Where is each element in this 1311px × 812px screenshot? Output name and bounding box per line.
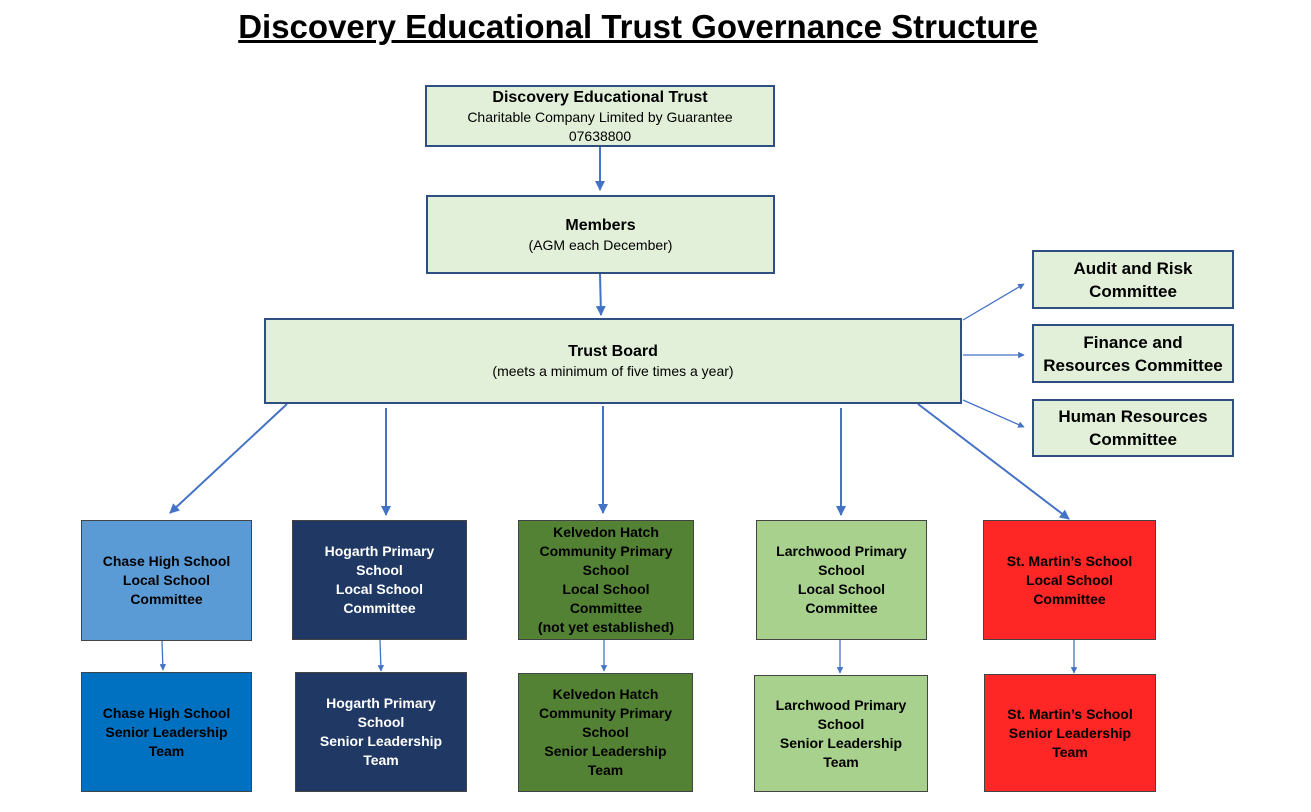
board-note: (meets a minimum of five times a year) — [492, 363, 734, 379]
kelvedon-local-school-committee: Kelvedon Hatch Community Primary School … — [518, 520, 694, 640]
members-box: Members (AGM each December) — [426, 195, 775, 274]
trust-board-box: Trust Board (meets a minimum of five tim… — [264, 318, 962, 404]
stmartins-senior-leadership-team: St. Martin’s School Senior Leadership Te… — [984, 674, 1156, 792]
stmartins-local-school-committee: St. Martin’s School Local School Committ… — [983, 520, 1156, 640]
hogarth-local-school-committee: Hogarth Primary School Local School Comm… — [292, 520, 467, 640]
human-resources-committee-box: Human Resources Committee — [1032, 399, 1234, 457]
arrow-board-to-chase — [169, 403, 288, 514]
finance-resources-committee-box: Finance and Resources Committee — [1032, 324, 1234, 383]
members-name: Members — [565, 216, 636, 234]
page-title: Discovery Educational Trust Governance S… — [238, 8, 1038, 45]
board-name: Trust Board — [568, 343, 658, 360]
hogarth-senior-leadership-team: Hogarth Primary School Senior Leadership… — [295, 672, 467, 792]
larchwood-local-school-committee: Larchwood Primary School Local School Co… — [756, 520, 927, 640]
arrow-chase-lsc-to-slt — [159, 640, 167, 671]
trust-name: Discovery Educational Trust — [492, 88, 708, 106]
arrow-hogarth-lsc-to-slt — [377, 639, 385, 672]
members-note: (AGM each December) — [528, 236, 673, 253]
trust-type: Charitable Company Limited by Guarantee — [467, 108, 733, 125]
kelvedon-senior-leadership-team: Kelvedon Hatch Community Primary School … — [518, 673, 693, 792]
chase-senior-leadership-team: Chase High School Senior Leadership Team — [81, 672, 252, 792]
arrow-board-to-hr — [962, 399, 1025, 428]
larchwood-senior-leadership-team: Larchwood Primary School Senior Leadersh… — [754, 675, 928, 792]
trust-box: Discovery Educational Trust Charitable C… — [425, 85, 775, 147]
chase-local-school-committee: Chase High School Local School Committee — [81, 520, 252, 641]
arrow-board-to-stmartins — [917, 403, 1070, 520]
arrow-members-to-board — [595, 273, 606, 316]
audit-risk-committee-box: Audit and Risk Committee — [1032, 250, 1234, 309]
arrow-board-to-audit — [962, 283, 1025, 321]
trust-number: 07638800 — [568, 127, 632, 144]
